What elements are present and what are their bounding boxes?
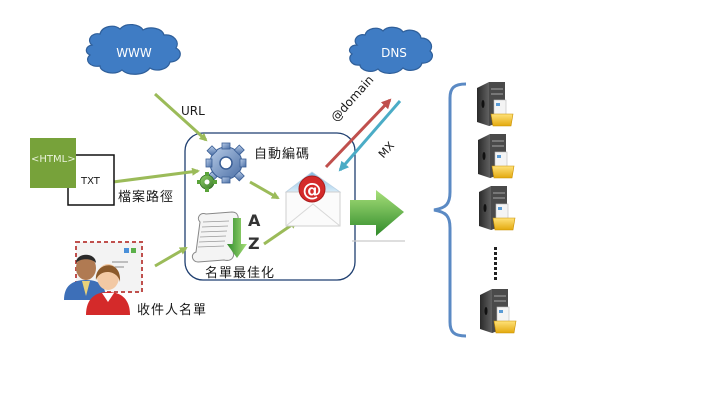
sort-letter-z: Z <box>248 234 260 253</box>
www-cloud <box>85 24 181 75</box>
mx-arrow <box>338 100 402 172</box>
mail-server-icon-3 <box>478 185 516 231</box>
mail-server-icon-1 <box>476 81 514 127</box>
sort-letter-a: A <box>248 211 261 230</box>
list-optimize-label: 名單最佳化 <box>205 266 276 281</box>
scroll-list-icon <box>191 211 239 263</box>
server-group-brace <box>433 82 467 338</box>
auto-encode-label: 自動編碼 <box>254 147 311 162</box>
small-gear-icon <box>197 172 217 192</box>
sort-down-arrow-icon <box>227 218 247 258</box>
html-file-icon <box>30 138 115 206</box>
more-servers-ellipsis <box>494 247 497 280</box>
domain-arrow <box>324 98 392 169</box>
gear-icon <box>205 142 247 184</box>
recipient-arrow <box>154 246 188 268</box>
send-arrow-icon <box>350 190 405 242</box>
html-tag-label: <HTML> <box>31 154 76 165</box>
url-arrow <box>153 92 208 142</box>
encode-to-mail-arrow <box>249 180 280 200</box>
recipient-list-label: 收件人名單 <box>137 303 208 318</box>
txt-tag-label: TXT <box>81 176 100 187</box>
dns-cloud-label: DNS <box>381 46 407 60</box>
recipient-list-icon <box>64 241 143 315</box>
email-envelope-icon: @ <box>284 171 342 227</box>
url-label: URL <box>181 104 205 118</box>
svg-text:@: @ <box>303 179 322 201</box>
file-path-arrow <box>112 167 200 184</box>
file-path-label: 檔案路徑 <box>118 190 175 205</box>
dns-cloud <box>348 26 434 74</box>
www-cloud-label: WWW <box>116 46 152 60</box>
mail-server-icon-4 <box>479 288 517 334</box>
mail-server-icon-2 <box>477 133 515 179</box>
